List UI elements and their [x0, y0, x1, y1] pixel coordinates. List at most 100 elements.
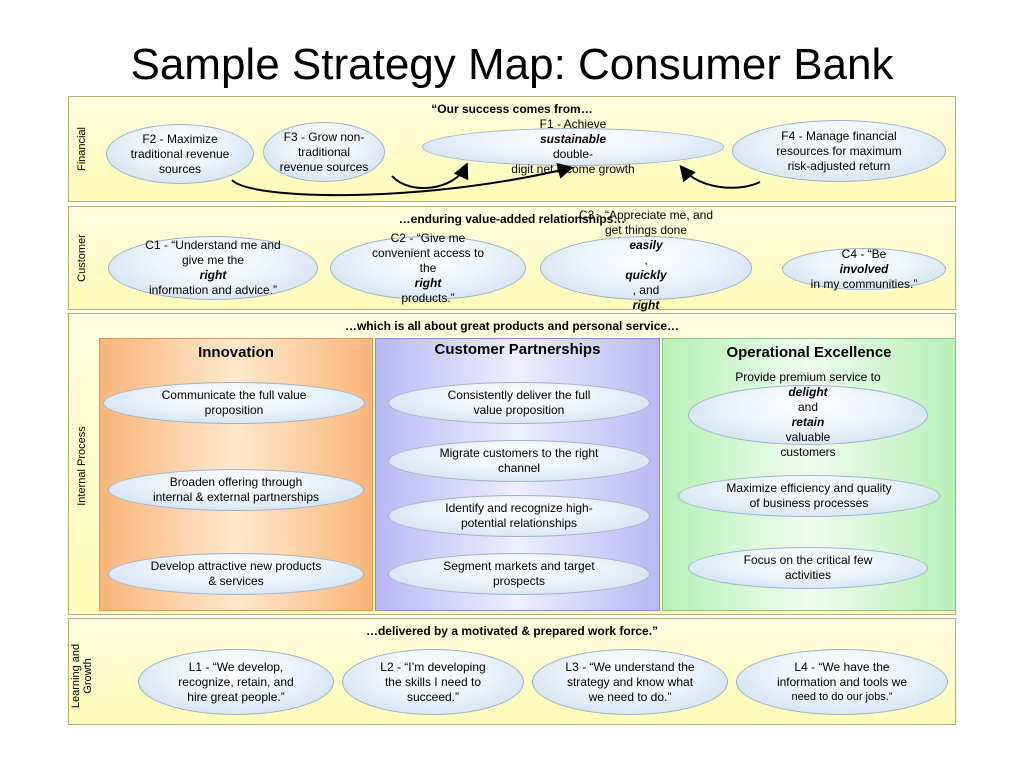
c2-line2: convenient access to	[371, 245, 485, 260]
l1-line3: hire great people.”	[187, 689, 285, 704]
f4-line3: risk-adjusted return	[787, 158, 891, 173]
innovation-item-2-line1: Broaden offering through	[169, 475, 303, 489]
f1-emphasis: sustainable	[539, 132, 607, 146]
c3-line2a: get things done	[604, 223, 688, 237]
f3-line1: F3 - Grow non-	[283, 129, 365, 144]
innovation-item-3-line2: & services	[208, 574, 264, 588]
operational-item-3-line1: Focus on the critical few	[743, 553, 873, 567]
l4-line3: need to do our jobs.”	[791, 690, 893, 703]
operational-title: Operational Excellence	[726, 344, 892, 361]
learning-side-label: Learning and Growth	[70, 640, 94, 712]
arrow-f2-to-f1	[231, 163, 574, 197]
f1-line1: F1 - Achieve sustainable double-	[511, 117, 634, 162]
c1-line2: give me the right	[145, 253, 280, 283]
c1-line3: information and advice.”	[148, 283, 278, 297]
l2-line3: succeed.”	[406, 689, 459, 704]
c2-line1: C2 - “Give me	[390, 230, 466, 245]
c3-line2c: ,	[644, 253, 648, 267]
partnerships-item-4-line1: Segment markets and target	[443, 559, 595, 573]
c4-emphasis: involved	[839, 261, 889, 276]
c3-line1: C3 - “Appreciate me, and	[578, 208, 714, 222]
f4-line2: resources for maximum	[776, 143, 902, 158]
financial-header: “Our success comes from…	[431, 102, 593, 116]
learning-header: …delivered by a motivated & prepared wor…	[365, 624, 659, 638]
operational-item-1-line2d: valuable	[785, 430, 831, 444]
l1-line2: recognize, retain, and	[178, 674, 294, 689]
l3-line2: strategy and know what	[566, 674, 694, 689]
c4-line1a: C4 - “Be	[841, 246, 887, 261]
f4-line1: F4 - Manage financial	[781, 128, 897, 143]
c4-line1: C4 - “Be involved	[811, 247, 918, 277]
operational-emphasis-retain: retain	[791, 415, 825, 429]
partnerships-item-1-line2: value proposition	[473, 403, 565, 417]
arrow-f3-to-f1	[391, 162, 469, 190]
internal-side-label: Internal Process	[76, 426, 88, 506]
c3-line3b: , and	[632, 283, 660, 297]
c2-line3a: the	[419, 260, 437, 275]
partnerships-item-4-line2: prospects	[492, 574, 545, 588]
page-title: Sample Strategy Map: Consumer Bank	[130, 40, 894, 89]
c3-line2: get things done easily,	[579, 223, 713, 268]
c3-emphasis-easily: easily	[629, 238, 663, 252]
f1-objective[interactable]: F1 - Achieve sustainable double-digit ne…	[422, 117, 724, 176]
operational-item-3-line2: activities	[784, 568, 831, 582]
innovation-item-1-line2: proposition	[204, 403, 264, 417]
operational-item-1-line1: Provide premium service to	[735, 370, 881, 384]
partnerships-item-2-line2: channel	[497, 461, 541, 475]
l2-line1: L2 - “I’m developing	[380, 659, 486, 674]
operational-emphasis-delight: delight	[788, 385, 828, 399]
f2-line3: sources	[158, 161, 201, 176]
f1-prefix: F1 - Achieve	[539, 117, 607, 131]
c1-emphasis: right	[199, 268, 227, 282]
innovation-item-3-line1: Develop attractive new products	[150, 559, 322, 573]
learning-side-label-2: Growth	[82, 658, 94, 694]
c4-line2: in my communities.”	[810, 276, 918, 291]
f2-line1: F2 - Maximize	[142, 131, 218, 146]
partnerships-item-3[interactable]: Identify and recognize high-potential re…	[388, 495, 650, 537]
f2-line2: traditional revenue	[130, 146, 230, 161]
c1-line1: C1 - “Understand me and	[145, 238, 281, 252]
innovation-item-1-line1: Communicate the full value	[161, 388, 307, 402]
customer-header: …enduring value-added relationships…	[398, 212, 626, 226]
partnerships-item-3-line1: Identify and recognize high-	[445, 501, 593, 515]
operational-item-1-line2: delight and retain valuable	[735, 385, 880, 445]
c3-line3: quickly, and right.”	[579, 268, 713, 328]
l1-line1: L1 - “We develop,	[188, 659, 284, 674]
c1-line2a: give me the	[181, 253, 245, 267]
l4-line2: information and tools we	[776, 674, 908, 689]
learning-side-label-1: Learning and	[70, 643, 82, 709]
partnerships-item-1-line1: Consistently deliver the full	[447, 388, 591, 402]
partnerships-item-3-line2: potential relationships	[460, 516, 578, 530]
partnerships-item-2-line1: Migrate customers to the right	[439, 446, 599, 460]
c2-line3c: products.”	[401, 290, 455, 305]
innovation-title: Innovation	[198, 344, 274, 361]
partnerships-title: Customer Partnerships	[434, 341, 601, 358]
l3-line3: we need to do.”	[588, 689, 672, 704]
operational-item-1-line2b: and	[797, 400, 818, 414]
l4-line1: L4 - “We have the	[794, 659, 890, 674]
innovation-item-3[interactable]: Develop attractive new products& service…	[108, 553, 364, 595]
l3-line1: L3 - “We understand the	[565, 659, 695, 674]
operational-item-2-line1: Maximize efficiency and quality	[726, 481, 892, 495]
l2-line2: the skills I need to	[384, 674, 482, 689]
